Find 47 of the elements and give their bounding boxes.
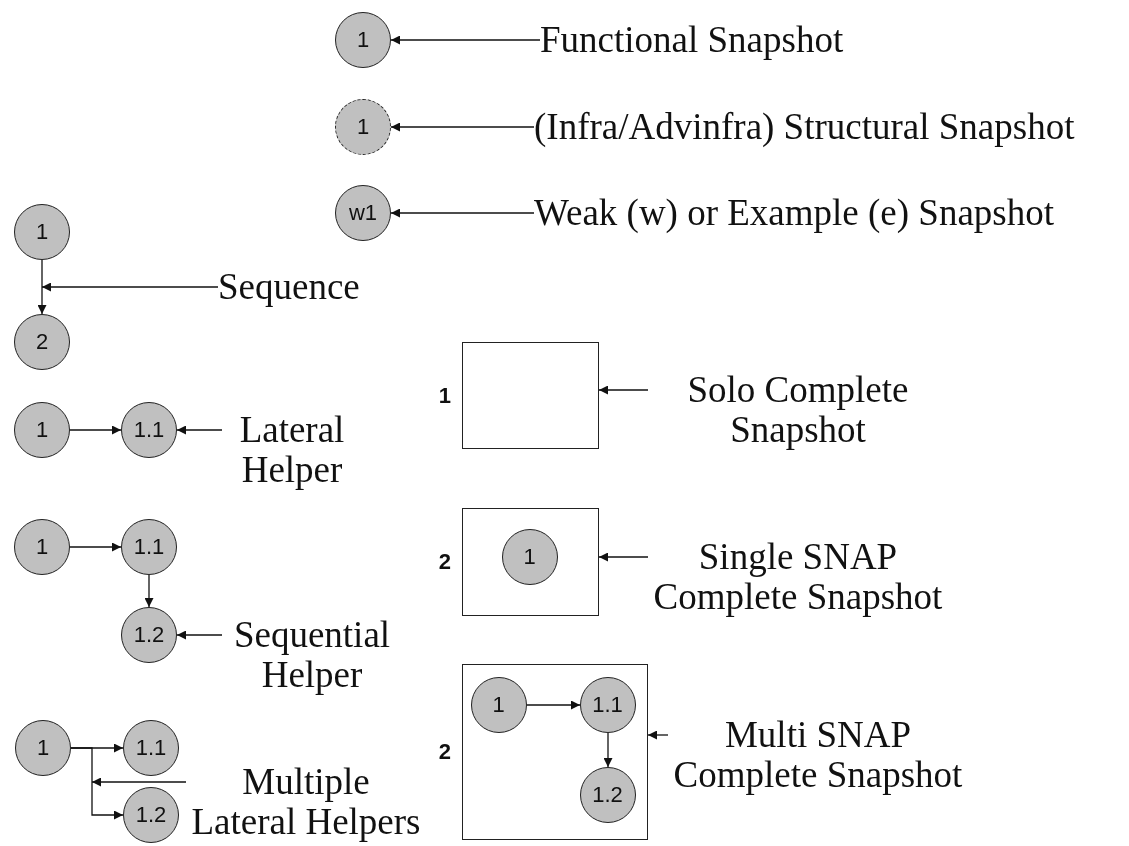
arrow [91, 777, 187, 787]
snapshot-circle: 1 [15, 720, 71, 776]
description-label: Weak (w) or Example (e) Snapshot [534, 193, 1126, 233]
snapshot-circle: 2 [14, 314, 70, 370]
box-number: 1 [438, 382, 451, 409]
arrow [647, 730, 669, 740]
snapshot-circle: 1.1 [121, 402, 177, 458]
snapshot-circle: 1 [335, 12, 391, 68]
arrow [144, 574, 154, 608]
box-number: 2 [438, 739, 451, 765]
snapshot-circle: 1 [14, 204, 70, 260]
snapshot-circle: 1 [14, 519, 70, 575]
snapshot-circle: 1.2 [121, 607, 177, 663]
box-number: 2 [438, 549, 451, 575]
arrow [69, 542, 122, 552]
snapshot-circle: w1 [335, 185, 391, 241]
snapshot-circle: 1 [335, 99, 391, 155]
snapshot-circle: 1.1 [121, 519, 177, 575]
snapshot-circle: 1.1 [123, 720, 179, 776]
arrow [41, 282, 219, 292]
arrow [526, 700, 581, 710]
arrow [176, 425, 223, 435]
description-label: Lateral Helper [222, 410, 362, 490]
arrow [390, 208, 535, 218]
snapshot-circle: 1 [470, 676, 527, 733]
description-label: Multiple Lateral Helpers [186, 762, 426, 842]
arrow [37, 259, 47, 315]
description-label: Sequential Helper [222, 615, 402, 695]
snapshot-circle: 1.1 [579, 676, 636, 733]
description-label: (Infra/Advinfra) Structural Snapshot [534, 107, 1126, 147]
snapshot-circle: 1.2 [123, 787, 179, 843]
arrow [603, 732, 613, 768]
arrow [598, 552, 649, 562]
description-label: Sequence [218, 267, 388, 307]
snapshot-circle: 1 [14, 402, 70, 458]
arrow [598, 385, 649, 395]
description-label: Functional Snapshot [540, 20, 940, 60]
snapshot-circle: 1.2 [579, 766, 636, 823]
arrow [69, 425, 122, 435]
arrow [176, 630, 223, 640]
arrow [70, 747, 124, 820]
description-label: Multi SNAP Complete Snapshot [668, 715, 968, 795]
arrow [390, 35, 541, 45]
arrow [390, 122, 535, 132]
description-label: Single SNAP Complete Snapshot [648, 537, 948, 617]
description-label: Solo Complete Snapshot [648, 370, 948, 450]
snapshot-circle: 1 [501, 528, 558, 585]
